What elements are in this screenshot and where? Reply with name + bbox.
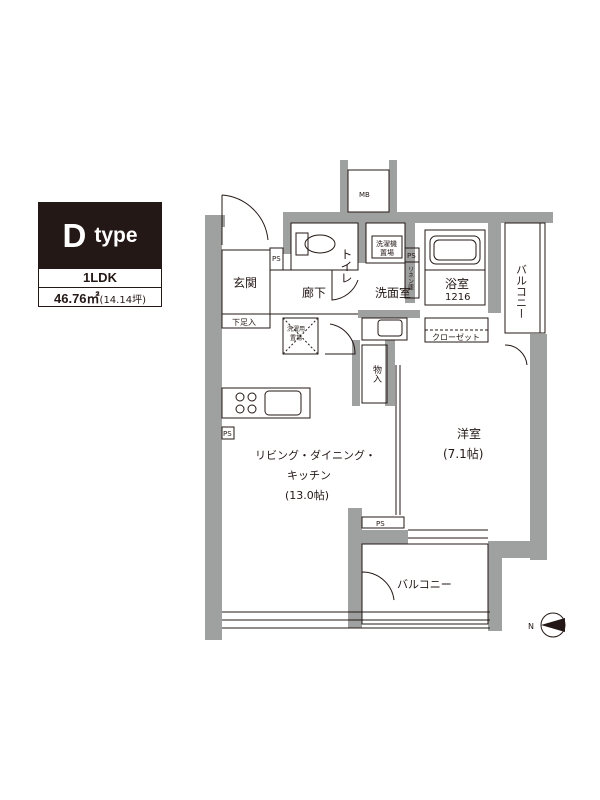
label-bathroom-size: 1216: [445, 292, 470, 303]
label-storage: 物入: [371, 364, 382, 383]
ps-label-2: PS: [407, 252, 416, 260]
wall-balcony-west: [348, 508, 362, 628]
stove-burner-2: [247, 392, 257, 402]
storage: [361, 344, 388, 404]
label-closet: クローゼット: [432, 332, 480, 342]
area-row: 46.76㎡(14.14坪): [38, 288, 162, 307]
washer-box: [371, 235, 403, 259]
mb-room: [347, 169, 390, 213]
area-tsubo: (14.14坪): [99, 295, 146, 306]
type-letter: D: [62, 216, 87, 254]
wall-nw-stub: [205, 215, 225, 227]
label-bedroom-size: (7.1帖): [443, 446, 483, 461]
stove-burner-4: [247, 404, 257, 414]
label-balcony-east: バルコニー: [515, 264, 528, 319]
label-hallway: 廊下: [302, 285, 326, 300]
wall-mb-left: [340, 160, 348, 215]
label-dryer-1: 洗濯機: [376, 239, 397, 248]
linen-box: [404, 261, 420, 299]
ps-label-4: PS: [376, 520, 385, 528]
ps-label-1: PS: [272, 255, 281, 263]
toilet-door: [331, 270, 359, 301]
bathtub: [429, 235, 481, 265]
type-badge-header: D type: [38, 202, 162, 269]
plan-lines: [221, 169, 566, 638]
wall-toilet-east: [358, 223, 366, 263]
wall-wash-south: [358, 310, 420, 318]
dryer-small-cross: [282, 317, 319, 355]
ldk-door: [325, 323, 356, 355]
label-balcony-south: バルコニー: [397, 578, 452, 591]
ps-box-1: [269, 247, 284, 271]
wall-storage: [352, 340, 360, 406]
north-arrow: [541, 618, 565, 632]
ps-box-3: [221, 426, 235, 440]
north-label: N: [528, 622, 534, 631]
label-shoe-box: 下足入: [232, 318, 256, 327]
wall-north: [283, 212, 553, 223]
wall-west: [205, 215, 222, 640]
toilet-bowl: [304, 234, 336, 254]
dryer-area: [365, 222, 406, 264]
balcony-east: [504, 222, 546, 334]
entrance-door: [221, 194, 269, 245]
wall-mb-right: [389, 160, 397, 215]
layout-label: 1LDK: [38, 269, 162, 288]
area-sqm: 46.76㎡: [54, 291, 100, 306]
dryer-small: [282, 317, 319, 355]
label-bedroom: 洋室: [457, 426, 481, 441]
ps-box-4: [361, 516, 405, 529]
toilet-tank: [295, 232, 309, 256]
label-ldk-line1: リビング・ダイニング・: [255, 448, 376, 462]
wall-bath-west: [405, 223, 415, 303]
label-linen: リネン庫: [407, 266, 414, 291]
walls: [205, 160, 553, 640]
wall-balcony-east: [488, 541, 502, 631]
toilet-room: [290, 222, 359, 271]
wall-se: [488, 541, 547, 558]
label-dryer-2: 置場: [380, 248, 394, 257]
label-dryer-small-1: 洗濯用: [287, 325, 305, 333]
type-badge: D type 1LDK 46.76㎡(14.14坪): [38, 202, 162, 307]
label-entrance: 玄関: [233, 275, 257, 290]
wall-bath-east: [488, 223, 501, 313]
kitchen-counter: [221, 387, 311, 419]
bedroom-door: [504, 344, 528, 366]
label-dryer-small-2: 置場: [290, 334, 302, 342]
label-ldk-size: (13.0帖): [285, 489, 329, 502]
ps-label-3: PS: [223, 430, 232, 438]
kitchen-sink: [264, 390, 302, 416]
bathroom-room: [424, 229, 486, 306]
bathtub-inner: [433, 239, 477, 261]
mb-label: MB: [359, 191, 370, 199]
wall-storage-east: [385, 340, 395, 406]
wash-basin-counter: [361, 317, 408, 341]
type-word: type: [94, 223, 138, 247]
wall-balcony-north: [362, 530, 408, 544]
shoe-box: [221, 313, 271, 329]
balcony-door: [361, 571, 395, 605]
stove-burner-1: [235, 392, 245, 402]
label-washroom: 洗面室: [375, 285, 411, 300]
wall-toilet-west: [283, 212, 291, 254]
label-ldk-line2: キッチン: [287, 469, 331, 482]
label-bathroom: 浴室: [445, 276, 469, 291]
wall-east: [530, 334, 547, 560]
wash-basin: [377, 319, 403, 337]
stove-burner-3: [235, 404, 245, 414]
label-toilet: トイレ: [339, 248, 353, 284]
